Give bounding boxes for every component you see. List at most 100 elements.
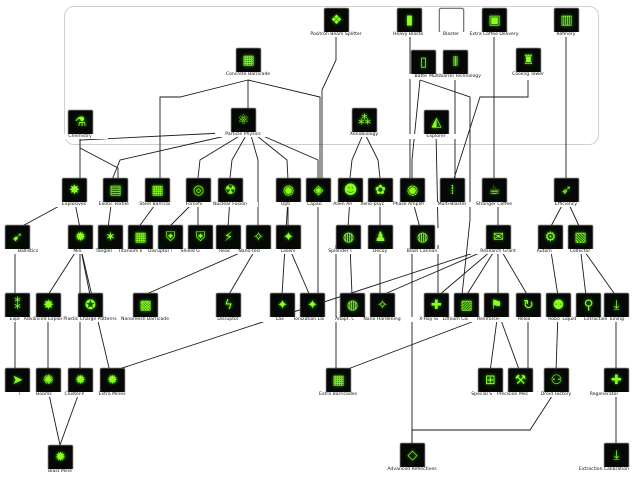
tech-node-adapt-cannon[interactable]: ◍	[340, 293, 365, 318]
tech-node-extraction-calibration[interactable]: ⤓	[604, 443, 629, 468]
tech-node-battery[interactable]: ▯	[411, 50, 436, 75]
tech-node-titanium-barricade[interactable]: ▦	[128, 225, 153, 250]
tech-node-exotic-textiles[interactable]: ▤	[103, 178, 128, 203]
tech-node-plastic-charge-patterns[interactable]: ✪	[78, 293, 103, 318]
tech-node-concrete-barricade[interactable]: ▦	[236, 48, 261, 73]
tech-node-label: Precision Mechanics	[492, 392, 548, 398]
tech-node-cooling-tower[interactable]: ♜	[516, 48, 541, 73]
tech-node-mines[interactable]: ✹	[68, 225, 93, 250]
tech-node-laser[interactable]: ✦	[270, 293, 295, 318]
tech-node-x-ray-scanner[interactable]: ✚	[424, 293, 449, 318]
tech-node-label: Droid Factory	[528, 392, 584, 398]
tech-node-regenerator[interactable]: ✚	[604, 368, 629, 393]
tech-node-label: Collector	[552, 249, 608, 255]
ballistics-icon: ➹	[12, 230, 23, 245]
charge-icon: ✪	[85, 298, 96, 313]
tech-node-capacitor[interactable]: ◈	[306, 178, 331, 203]
tech-node-liquid-sodium-cooling[interactable]: ⚲	[576, 293, 601, 318]
tech-node-refinery[interactable]: ▥	[554, 8, 579, 33]
tech-node-nanomesh-barricade[interactable]: ▩	[133, 293, 158, 318]
tech-node-label: Mines	[52, 249, 108, 255]
reactor-icon: ⚡	[223, 230, 234, 245]
tech-node-tanglemines[interactable]: ✶	[98, 225, 123, 250]
tech-node-shield-generator[interactable]: ⛨	[188, 225, 213, 250]
tech-node-extraction-tuning[interactable]: ⤓	[604, 293, 629, 318]
tech-node-nuclear-fusion[interactable]: ☢	[218, 178, 243, 203]
decoy-icon: ♟	[374, 230, 387, 245]
tech-node-blaster[interactable]	[439, 8, 464, 33]
mine-icon: ✹	[55, 450, 66, 465]
tech-node-lithium-concentrate[interactable]: ▨	[454, 293, 479, 318]
multi-blaster-icon: ⁞	[450, 183, 455, 198]
tech-node-splender-cannon[interactable]: ◍	[336, 225, 361, 250]
tech-node-decoy[interactable]: ♟	[368, 225, 393, 250]
tech-node-alien-anatomy[interactable]: ☻	[338, 178, 363, 203]
tech-node-reloader[interactable]: ↻	[516, 293, 541, 318]
tech-node-reinforcements[interactable]: ⚑	[484, 293, 509, 318]
tech-node-optics[interactable]: ◉	[276, 178, 301, 203]
tech-node-label: Exotic Textiles	[87, 202, 143, 208]
tech-node-extra-barricades[interactable]: ▦	[326, 368, 351, 393]
tech-node-positron-beam-splitter[interactable]: ❖	[324, 8, 349, 33]
tech-node-nano-technology[interactable]: ✧	[246, 225, 271, 250]
tech-node-stronger-coffee[interactable]: ☕	[482, 178, 507, 203]
tech-node-advanced-explosives[interactable]: ✸	[36, 293, 61, 318]
tech-node-efficiency[interactable]: ➶	[554, 178, 579, 203]
tech-node-blast-mine[interactable]: ✹	[48, 445, 73, 470]
robot-icon: ⚉	[552, 298, 565, 313]
tech-node-heavy-blaster[interactable]: ▮	[397, 8, 422, 33]
tech-node-rockets[interactable]: ➤	[5, 368, 30, 393]
tech-node-xeno-psychology[interactable]: ✿	[368, 178, 393, 203]
tech-node-xenobiology[interactable]: ⁂	[352, 108, 377, 133]
tech-node-particle-physics[interactable]: ⚛	[231, 108, 256, 133]
tier-highlight-frame	[64, 6, 599, 145]
tech-node-extra-coffee-delivery[interactable]: ▣	[482, 8, 507, 33]
tech-node-reactor[interactable]: ⚡	[216, 225, 241, 250]
tech-node-advanced-reflectives[interactable]: ◇	[400, 443, 425, 468]
tech-node-collector[interactable]: ▧	[568, 225, 593, 250]
tech-node-chemistry[interactable]: ⚗	[68, 110, 93, 135]
tech-node-automation[interactable]: ⚙	[538, 225, 563, 250]
tech-node-label: Extra Mines	[84, 392, 140, 398]
tech-node-extra-mines[interactable]: ✹	[100, 368, 125, 393]
tech-node-label: Xenobiology	[336, 132, 392, 138]
tech-node-droid-factory[interactable]: ⚇	[544, 368, 569, 393]
tech-node-forcefields[interactable]: ◎	[186, 178, 211, 203]
cannon-icon: ◍	[346, 298, 359, 313]
tech-node-research-grant[interactable]: ✉	[486, 225, 511, 250]
tech-node-label: Capacitor	[290, 202, 346, 208]
tech-node-explosives[interactable]: ✸	[62, 178, 87, 203]
tech-node-explosive-shells[interactable]: ⁑	[5, 293, 30, 318]
tech-node-precision-mechanics[interactable]: ⚒	[508, 368, 533, 393]
coffee-icon: ☕	[488, 183, 501, 198]
tech-node-label: Research Grant	[470, 249, 526, 255]
tech-node-cluster-mines[interactable]: ✹	[68, 368, 93, 393]
tech-node-label: Extraction Tuning	[576, 317, 632, 323]
tech-node-robotics[interactable]: ⚉	[546, 293, 571, 318]
tech-node-explorer[interactable]: ◭	[424, 110, 449, 135]
tech-node-boomstick[interactable]: ✺	[36, 368, 61, 393]
supplies-icon: ⊞	[485, 373, 496, 388]
tech-node-steel-barricade[interactable]: ▦	[145, 178, 170, 203]
tech-node-disruptor-shielding[interactable]: ⛨	[158, 225, 183, 250]
tech-node-phase-amplifiers[interactable]: ◉	[400, 178, 425, 203]
tech-node-label: Chemistry	[52, 134, 108, 140]
tech-node-label: Stronger Coffee	[466, 202, 522, 208]
tech-node-lasers[interactable]: ✦	[276, 225, 301, 250]
tech-node-label: Plastic Charge Patterns	[62, 317, 118, 323]
tech-node-multibarrel-technology[interactable]: ⦀	[443, 50, 468, 75]
tech-node-label: Boomstick	[20, 392, 76, 398]
tech-node-disruptor[interactable]: ϟ	[216, 293, 241, 318]
tech-node-label: Nanomesh Barricade	[117, 317, 173, 323]
tech-node-ionization-laser[interactable]: ✦	[300, 293, 325, 318]
tech-node-ballistics[interactable]: ➹	[5, 225, 30, 250]
lens-icon: ◉	[282, 183, 295, 198]
tech-node-label: Nano-technology	[230, 249, 286, 255]
tech-node-blast-cannon[interactable]: ◍	[410, 225, 435, 250]
tech-node-special-supplies[interactable]: ⊞	[478, 368, 503, 393]
blank-icon	[440, 9, 463, 32]
tech-node-label: Reloader	[500, 317, 556, 323]
tech-node-label: Efficiency	[538, 202, 594, 208]
tech-node-nano-hardening[interactable]: ✧	[370, 293, 395, 318]
tech-node-multi-blaster[interactable]: ⁞	[440, 178, 465, 203]
